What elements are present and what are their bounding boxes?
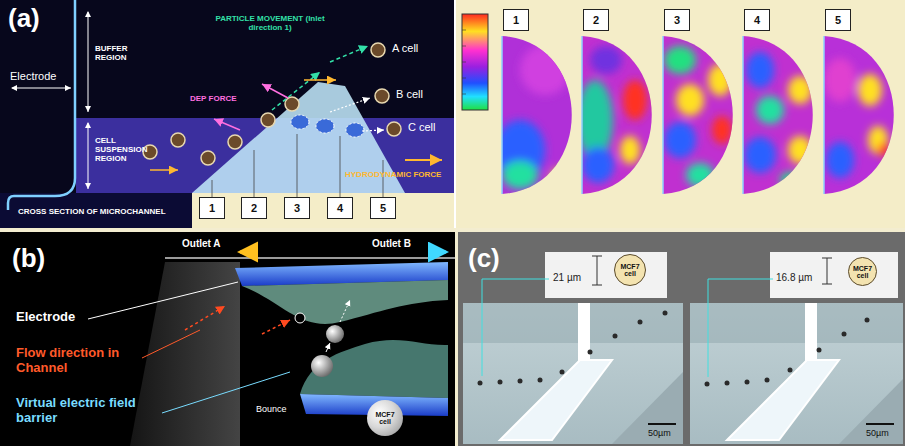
callout-box: 4 [327, 197, 353, 219]
callout-box: 1 [199, 197, 225, 219]
node-text: 3 [294, 202, 300, 214]
callout-box: 2 [241, 197, 267, 219]
cell-label: C cell [408, 121, 436, 134]
callout-box: 3 [284, 197, 310, 219]
panel-letter: (a) [8, 4, 40, 34]
node-text: 1 [513, 14, 519, 26]
node-text: MCF7 cell [853, 265, 873, 279]
callout-box: 5 [370, 197, 396, 219]
node-text: 4 [337, 202, 343, 214]
callout-box: 5 [825, 9, 851, 31]
node-text: 4 [754, 14, 760, 26]
section-label: CROSS SECTION OF MICROCHANNEL [18, 207, 166, 216]
node-text: 5 [380, 202, 386, 214]
callout-box: 3 [664, 9, 690, 31]
cell-circle: MCF7 cell [848, 257, 877, 286]
node-text: 1 [209, 202, 215, 214]
cell-label: B cell [396, 88, 423, 101]
node-text: MCF7 cell [618, 263, 642, 277]
force-label: HYDRODYNAMIC FORCE [345, 170, 441, 179]
force-label: DEP FORCE [190, 94, 237, 103]
cell-circle: MCF7 cell [367, 400, 403, 436]
electrode-label: Electrode [16, 310, 75, 325]
panel-letter: (c) [468, 244, 500, 274]
barrier-label: Virtual electric field barrier [16, 396, 160, 426]
node-text: MCF7 cell [371, 411, 399, 425]
movement-label: PARTICLE MOVEMENT (Inlet direction 1) [212, 14, 328, 32]
dimension-label: 16.8 µm [776, 272, 812, 284]
dimension-label: 21 µm [553, 272, 581, 284]
region-label: BUFFER REGION [95, 44, 153, 62]
callout-box: 2 [583, 9, 609, 31]
node-text: 2 [593, 14, 599, 26]
bounce-label: Bounce [256, 404, 287, 414]
node-text: 5 [835, 14, 841, 26]
electrode-label: Electrode [10, 70, 56, 83]
cell-label: A cell [392, 42, 418, 55]
region-label: CELL SUSPENSION REGION [95, 136, 157, 164]
callout-box: 4 [744, 9, 770, 31]
cell-circle: MCF7 cell [614, 254, 646, 286]
scale-bar-label: 50µm [648, 428, 671, 438]
scale-bar-label: 50µm [866, 428, 889, 438]
panel-letter: (b) [12, 244, 45, 274]
outlet-label: Outlet A [182, 238, 221, 250]
node-text: 3 [674, 14, 680, 26]
flow-label: Flow direction in Channel [16, 346, 138, 376]
node-text: 2 [251, 202, 257, 214]
callout-box: 1 [503, 9, 529, 31]
outlet-label: Outlet B [372, 238, 411, 250]
